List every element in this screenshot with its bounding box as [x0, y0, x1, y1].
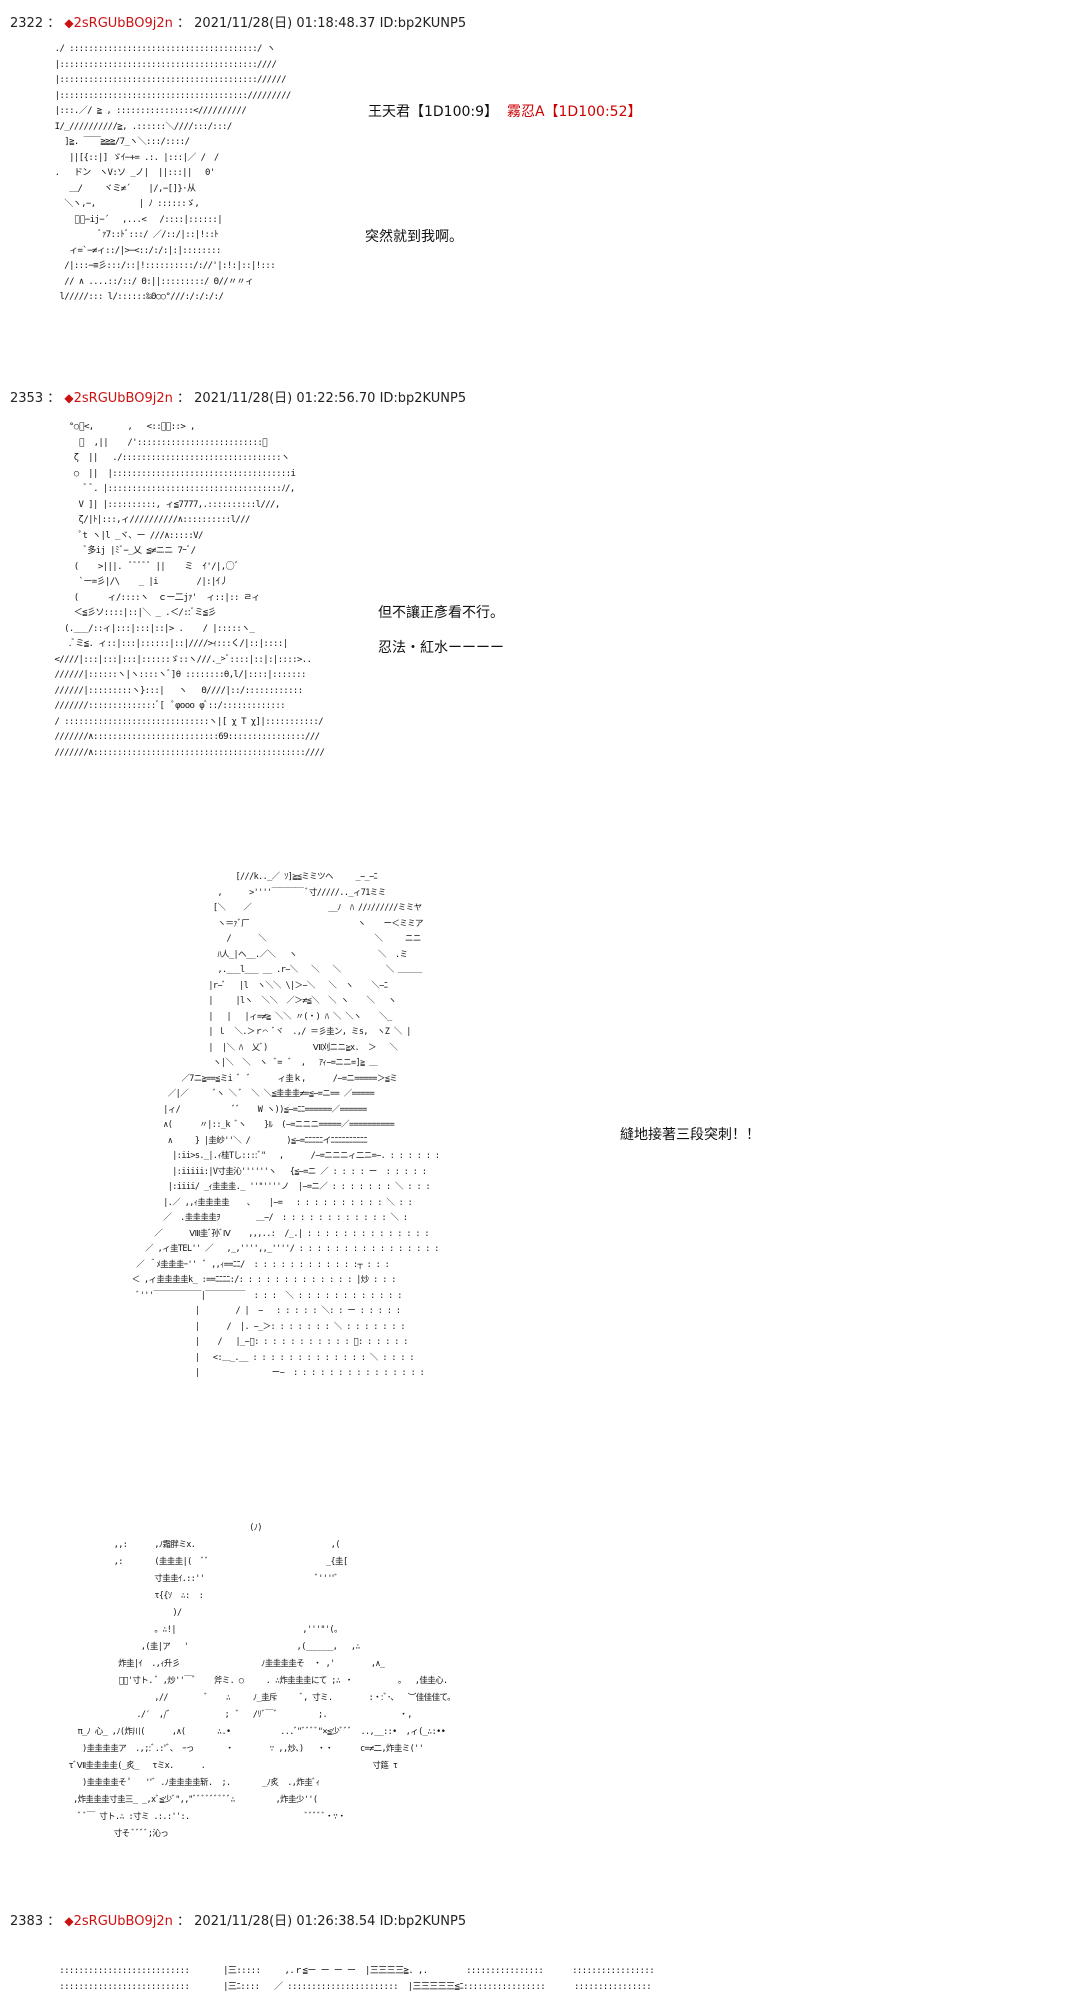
- dice-roll-kirinin: 霧忍A【1D100:52】: [506, 104, 642, 120]
- post-datetime: 2021/11/28(日) 01:22:56.70: [194, 391, 376, 406]
- dialog-line: 縫地接著三段突刺！！: [620, 1127, 760, 1143]
- post-header: 2383 ： ◆2sRGUbBO9j2n ： 2021/11/28(日) 01:…: [10, 1913, 466, 1930]
- separator: ：: [47, 16, 61, 31]
- poster-trip[interactable]: 2sRGUbBO9j2n: [73, 16, 173, 31]
- dialog-line: 王天君【1D100:9】 霧忍A【1D100:52】: [368, 103, 641, 121]
- trip-diamond-icon: ◆: [64, 391, 74, 405]
- post-datetime: 2021/11/28(日) 01:18:48.37: [194, 16, 376, 31]
- ascii-art-battle: [///k.._／ ｿ]≧≦ミミツヘ _−_−ﾆ , >''''￣￣￣￣ ﾞ寸/…: [131, 872, 440, 1378]
- separator: ：: [177, 391, 191, 406]
- ascii-art: ./ :::::::::::::::::::::::::::::::::::::…: [54, 44, 292, 302]
- poster-id[interactable]: ID:bp2KUNP5: [379, 391, 467, 406]
- poster-id[interactable]: ID:bp2KUNP5: [379, 1914, 467, 1929]
- dialog-line: 但不讓正彥看不行。: [378, 605, 504, 621]
- post-number: 2322: [10, 16, 44, 31]
- dialog-line: 忍法・紅水ーーーー: [378, 640, 504, 656]
- post-header: 2353 ： ◆2sRGUbBO9j2n ： 2021/11/28(日) 01:…: [10, 390, 466, 407]
- ascii-art: ::::::::::::::::::::::::::: |三::::: ,.ｒ≦…: [59, 1966, 655, 1992]
- separator: ：: [47, 1914, 61, 1929]
- post-datetime: 2021/11/28(日) 01:26:38.54: [194, 1914, 376, 1929]
- ascii-art-crowd: (ﾉ) ,,: ,ﾉ霜胖ミx. ,( ,: (圭圭圭|( ﾞﾞ _{圭[ 寸圭圭…: [68, 1523, 456, 1839]
- trip-diamond-icon: ◆: [64, 16, 74, 30]
- separator: ：: [177, 1914, 191, 1929]
- dice-roll-ou-tenkun: 王天君【1D100:9】: [368, 104, 499, 120]
- dialog-line: 突然就到我啊。: [365, 229, 463, 245]
- separator: ：: [177, 16, 191, 31]
- post-number: 2383: [10, 1914, 44, 1929]
- post-header: 2322 ： ◆2sRGUbBO9j2n ： 2021/11/28(日) 01:…: [10, 15, 466, 32]
- poster-id[interactable]: ID:bp2KUNP5: [379, 16, 467, 31]
- poster-trip[interactable]: 2sRGUbBO9j2n: [73, 391, 173, 406]
- separator: ：: [47, 391, 61, 406]
- poster-trip[interactable]: 2sRGUbBO9j2n: [73, 1914, 173, 1929]
- post-number: 2353: [10, 391, 44, 406]
- trip-diamond-icon: ◆: [64, 1914, 74, 1928]
- ascii-art: °○ﾞ<, , <::￣￣::> , ﾞ ,|| /':::::::::::::…: [54, 422, 325, 758]
